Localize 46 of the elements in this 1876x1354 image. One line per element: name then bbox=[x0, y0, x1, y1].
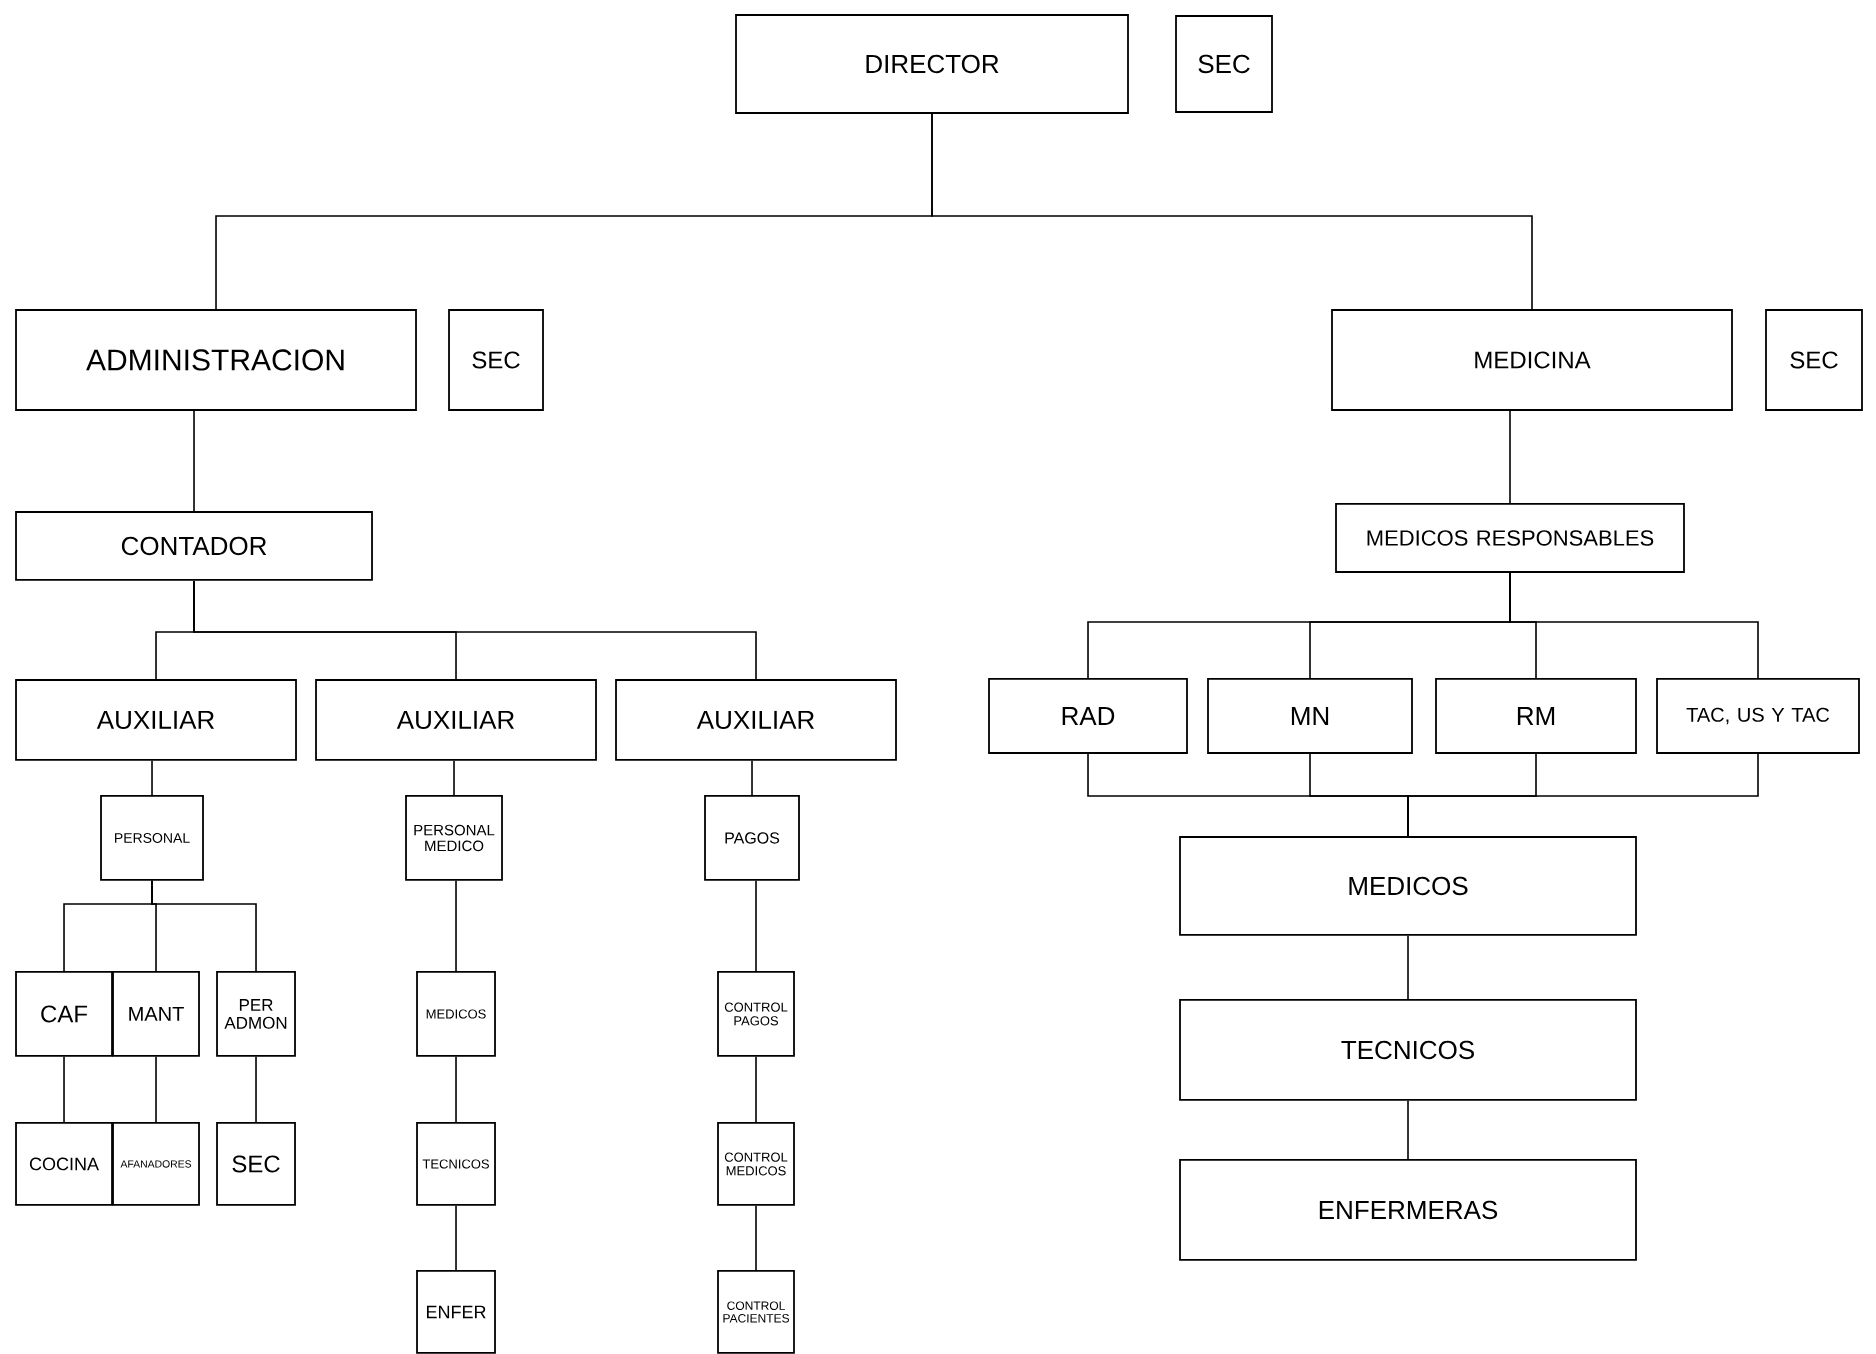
connector-line bbox=[193, 410, 195, 512]
org-box: CAF bbox=[15, 971, 113, 1057]
org-box: PAGOS bbox=[704, 795, 800, 881]
org-box: SEC bbox=[1765, 309, 1863, 411]
connector-line bbox=[751, 760, 753, 796]
connector-line bbox=[755, 1056, 757, 1123]
connector-line bbox=[455, 1205, 457, 1271]
org-box: COCINA bbox=[15, 1122, 113, 1206]
connector-line bbox=[1407, 935, 1409, 1000]
connector-line bbox=[455, 880, 457, 972]
org-box: MN bbox=[1207, 678, 1413, 754]
connector-line bbox=[755, 880, 757, 972]
org-box: CONTADOR bbox=[15, 511, 373, 581]
connector-line bbox=[1509, 410, 1511, 504]
connector-line bbox=[193, 580, 757, 680]
org-box: RM bbox=[1435, 678, 1637, 754]
org-box: SEC bbox=[216, 1122, 296, 1206]
org-box: SEC bbox=[1175, 15, 1273, 113]
connector-line bbox=[255, 1056, 257, 1123]
org-box: AUXILIAR bbox=[15, 679, 297, 761]
connector-line bbox=[455, 1056, 457, 1123]
connector-line bbox=[63, 1056, 65, 1123]
org-box: MEDICOS bbox=[1179, 836, 1637, 936]
org-box: AUXILIAR bbox=[615, 679, 897, 761]
connector-line bbox=[453, 760, 455, 796]
org-box: AUXILIAR bbox=[315, 679, 597, 761]
connector-line bbox=[755, 1205, 757, 1271]
org-box: ENFERMERAS bbox=[1179, 1159, 1637, 1261]
org-box: ADMINISTRACION bbox=[15, 309, 417, 411]
connector-line bbox=[1407, 1100, 1409, 1160]
org-box: MANT bbox=[112, 971, 200, 1057]
connector-line bbox=[151, 880, 257, 972]
connector-line bbox=[931, 113, 1533, 310]
connector-line bbox=[1407, 753, 1759, 837]
org-box: RAD bbox=[988, 678, 1188, 754]
org-box: PER ADMON bbox=[216, 971, 296, 1057]
org-box: TECNICOS bbox=[1179, 999, 1637, 1101]
connector-line bbox=[155, 1056, 157, 1123]
org-box: MEDICINA bbox=[1331, 309, 1733, 411]
org-box: SEC bbox=[448, 309, 544, 411]
org-box: ENFER bbox=[416, 1270, 496, 1354]
org-box: DIRECTOR bbox=[735, 14, 1129, 114]
connector-line bbox=[1509, 572, 1759, 679]
connector-line bbox=[151, 760, 153, 796]
org-box: MEDICOS RESPONSABLES bbox=[1335, 503, 1685, 573]
org-box: TAC, US Y TAC bbox=[1656, 678, 1860, 754]
